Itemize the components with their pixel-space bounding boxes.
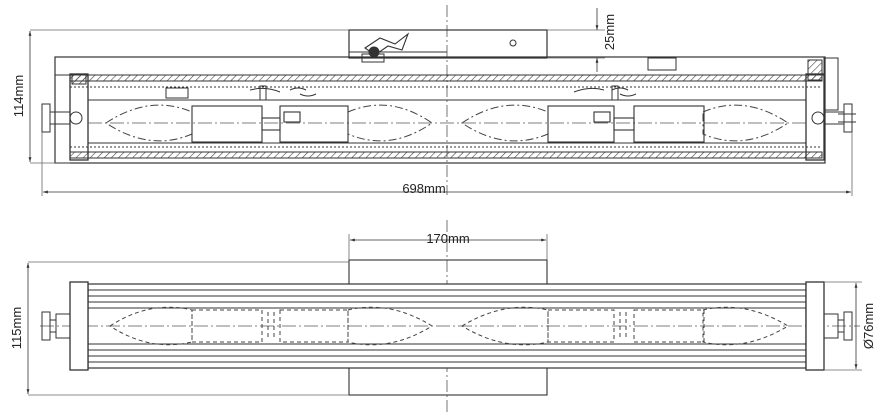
side-sockets: [191, 105, 705, 143]
top-left-end-cap: [69, 281, 89, 371]
top-right-end-cap: [805, 281, 825, 371]
top-view: [40, 220, 860, 415]
left-knob: [41, 103, 83, 133]
side-dimensions: [28, 8, 853, 196]
diameter-dimension-label: Ø76mm: [861, 303, 876, 349]
mount-bracket: [348, 29, 548, 59]
bracket-width-dimension-label: 170mm: [426, 231, 469, 246]
bottom-tube-band: [69, 151, 823, 159]
top-left-knob: [41, 311, 71, 341]
top-dimensions: [26, 234, 862, 396]
top-right-knob: [823, 311, 853, 341]
frame-tab: [647, 57, 677, 71]
wiring-clips: [165, 85, 637, 101]
clamp-mechanism: [361, 32, 410, 63]
mount-height-dimension-label: 25mm: [602, 14, 617, 50]
length-dimension-label: 698mm: [402, 181, 445, 196]
top-lamps: [109, 306, 789, 346]
tube-ribs: [88, 289, 806, 363]
top-tube-band: [69, 74, 823, 82]
right-knob: [811, 103, 856, 133]
body-height-dimension-label: 115mm: [9, 307, 24, 349]
height-dimension-label: 114mm: [11, 75, 26, 117]
side-view: [41, 5, 856, 195]
